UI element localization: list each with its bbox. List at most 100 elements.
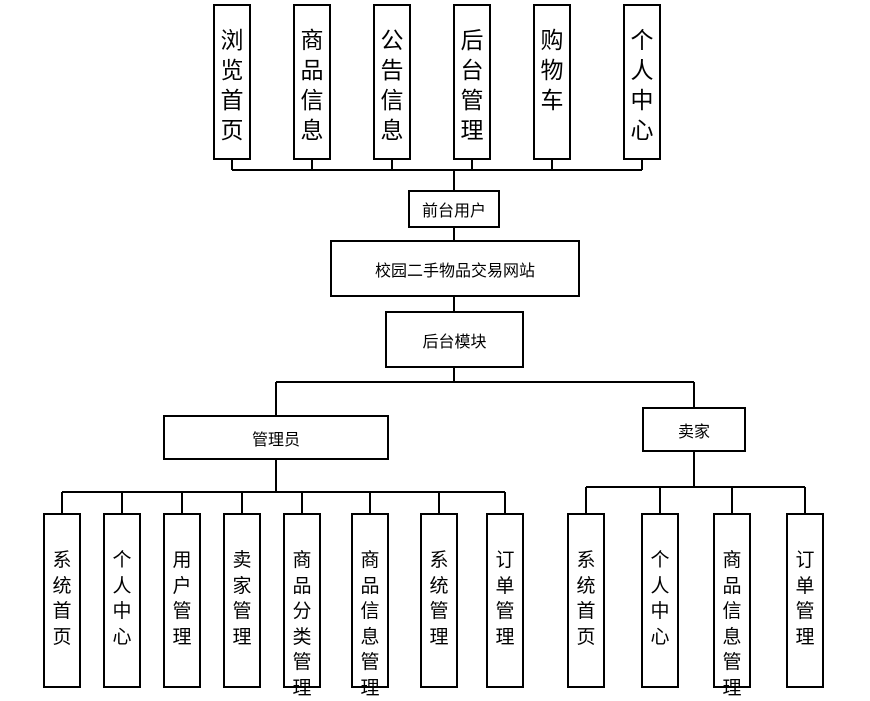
node-label-char: 信 <box>381 86 404 116</box>
node-label-char: 理 <box>722 676 741 701</box>
node-label-char: 信 <box>301 86 324 116</box>
node-label: 校园二手物品交易网站 <box>375 257 535 281</box>
node-label: 后台管理 <box>455 26 489 146</box>
node-label-char: 人 <box>631 56 654 86</box>
node-label-char: 商 <box>360 548 379 574</box>
node-label: 订单管理 <box>488 548 522 650</box>
node-label-char: 页 <box>52 625 71 651</box>
node-label: 前台用户 <box>422 197 486 221</box>
node-label-char: 卖 <box>232 548 251 574</box>
node-label: 商品信息管理 <box>715 548 749 701</box>
node-label-char: 首 <box>576 599 595 625</box>
node-seller-personal-center: 个人中心 <box>641 513 679 688</box>
node-label-char: 理 <box>360 676 379 701</box>
node-label-char: 品 <box>292 574 311 600</box>
node-admin-product-mgmt: 商品信息管理 <box>351 513 389 688</box>
node-label-char: 理 <box>232 625 251 651</box>
node-label-char: 物 <box>541 56 564 86</box>
node-admin: 管理员 <box>163 415 389 460</box>
node-label-char: 分 <box>292 599 311 625</box>
node-label: 订单管理 <box>788 548 822 650</box>
node-label: 用户管理 <box>165 548 199 650</box>
node-label-char: 中 <box>112 599 131 625</box>
node-label-char: 品 <box>301 56 324 86</box>
node-label: 卖家管理 <box>225 548 259 650</box>
node-admin-personal-center: 个人中心 <box>103 513 141 688</box>
node-label-char: 信 <box>722 599 741 625</box>
node-seller-system-home: 系统首页 <box>567 513 605 688</box>
node-label: 个人中心 <box>625 26 659 146</box>
node-admin-order-mgmt: 订单管理 <box>486 513 524 688</box>
node-label-char: 息 <box>381 116 404 146</box>
node-label: 卖家 <box>678 418 710 442</box>
node-admin-system-home: 系统首页 <box>43 513 81 688</box>
node-label-char: 订 <box>495 548 514 574</box>
node-admin-system-mgmt: 系统管理 <box>420 513 458 688</box>
node-label-char: 理 <box>795 625 814 651</box>
node-announcement: 公告信息 <box>373 4 411 160</box>
node-label: 系统首页 <box>569 548 603 650</box>
node-label-char: 首 <box>52 599 71 625</box>
node-label-char: 管 <box>461 86 484 116</box>
node-label-char: 页 <box>576 625 595 651</box>
node-label-char: 统 <box>576 574 595 600</box>
node-label-char: 户 <box>172 574 191 600</box>
node-label-char: 管 <box>360 650 379 676</box>
node-label-char: 台 <box>461 56 484 86</box>
node-label: 购物车 <box>535 26 569 116</box>
node-label: 商品信息 <box>295 26 329 146</box>
node-label-char: 管 <box>722 650 741 676</box>
node-label: 商品信息管理 <box>353 548 387 701</box>
node-label: 商品分类管理 <box>285 548 319 701</box>
node-label-char: 品 <box>360 574 379 600</box>
node-site: 校园二手物品交易网站 <box>330 240 580 297</box>
node-label-char: 中 <box>631 86 654 116</box>
node-label-char: 车 <box>541 86 564 116</box>
node-label-char: 商 <box>292 548 311 574</box>
node-backend: 后台模块 <box>385 311 524 368</box>
node-label: 系统管理 <box>422 548 456 650</box>
node-label: 个人中心 <box>105 548 139 650</box>
node-label-char: 单 <box>495 574 514 600</box>
node-label-char: 统 <box>429 574 448 600</box>
node-label-char: 人 <box>112 574 131 600</box>
node-label-char: 公 <box>381 26 404 56</box>
node-label-char: 统 <box>52 574 71 600</box>
node-label-char: 家 <box>232 574 251 600</box>
node-label-char: 管 <box>795 599 814 625</box>
node-product-info: 商品信息 <box>293 4 331 160</box>
node-label-char: 单 <box>795 574 814 600</box>
node-label-char: 信 <box>360 599 379 625</box>
node-label-char: 管 <box>495 599 514 625</box>
node-label-char: 息 <box>722 625 741 651</box>
node-label-char: 理 <box>172 625 191 651</box>
node-label-char: 理 <box>429 625 448 651</box>
node-label-char: 商 <box>722 548 741 574</box>
node-label-char: 类 <box>292 625 311 651</box>
node-label-char: 览 <box>221 56 244 86</box>
node-label-char: 理 <box>461 116 484 146</box>
node-label-char: 心 <box>112 625 131 651</box>
node-seller-order-mgmt: 订单管理 <box>786 513 824 688</box>
node-label-char: 订 <box>795 548 814 574</box>
node-label: 管理员 <box>252 426 300 450</box>
node-label: 公告信息 <box>375 26 409 146</box>
node-label-char: 管 <box>172 599 191 625</box>
node-label-char: 后 <box>461 26 484 56</box>
node-label-char: 告 <box>381 56 404 86</box>
node-admin-category-mgmt: 商品分类管理 <box>283 513 321 688</box>
node-label-char: 息 <box>360 625 379 651</box>
node-backend-admin: 后台管理 <box>453 4 491 160</box>
node-label-char: 个 <box>112 548 131 574</box>
node-label-char: 首 <box>221 86 244 116</box>
node-admin-user-mgmt: 用户管理 <box>163 513 201 688</box>
node-label-char: 理 <box>292 676 311 701</box>
node-label: 浏览首页 <box>215 26 249 146</box>
node-browse-home: 浏览首页 <box>213 4 251 160</box>
node-label-char: 页 <box>221 116 244 146</box>
node-label-char: 系 <box>52 548 71 574</box>
node-label-char: 心 <box>631 116 654 146</box>
node-label-char: 系 <box>576 548 595 574</box>
node-label-char: 息 <box>301 116 324 146</box>
